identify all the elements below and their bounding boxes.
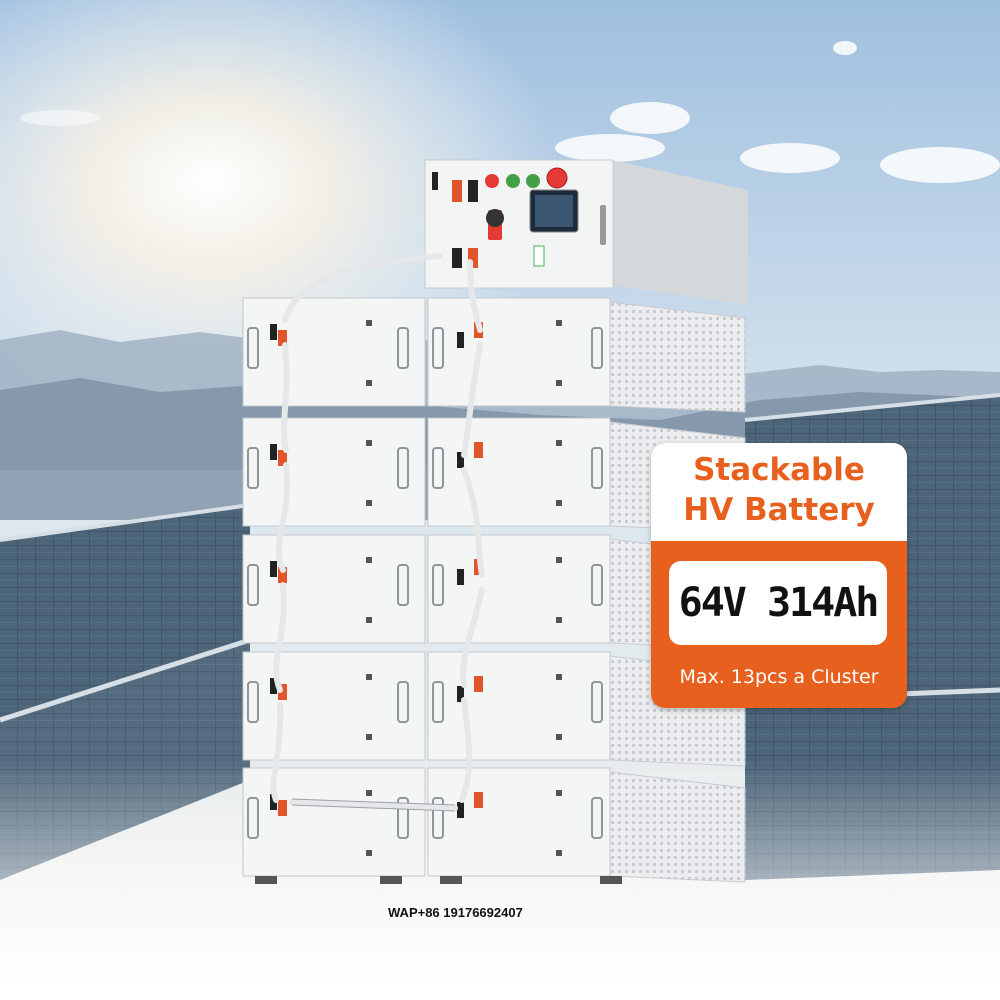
contact-phone: WAP+86 19176692407 (388, 905, 523, 920)
battery-module-right (427, 417, 611, 527)
status-led (366, 380, 372, 386)
status-led (366, 850, 372, 856)
module-handle (397, 447, 409, 489)
cable-outline (291, 798, 456, 812)
module-handle (247, 681, 259, 723)
clouds (20, 41, 1000, 183)
battery-module-right (427, 297, 611, 407)
cables (270, 253, 485, 811)
connector-minus (270, 324, 277, 340)
module-side-vents (609, 771, 746, 883)
connector-minus (270, 561, 277, 577)
status-led (366, 500, 372, 506)
badge-title-line2: HV Battery (683, 492, 875, 528)
battery-module-left (242, 534, 426, 644)
module-handle (432, 447, 444, 489)
cabinet-foot (255, 876, 277, 884)
module-handle (591, 681, 603, 723)
status-led (366, 674, 372, 680)
connector-plus (278, 800, 287, 816)
status-led (366, 440, 372, 446)
cluster-limit-text: Max. 13pcs a Cluster (679, 666, 879, 688)
module-handle (397, 681, 409, 723)
badge-header (651, 443, 907, 541)
status-led (556, 380, 562, 386)
status-led (556, 850, 562, 856)
connector-minus (270, 794, 277, 810)
emergency-stop-button (546, 167, 568, 189)
module-handle (591, 797, 603, 839)
cabinet-foot (600, 876, 622, 884)
status-led (556, 674, 562, 680)
voltage-capacity-spec: 64V 314Ah (678, 580, 880, 626)
cabinet-foot (440, 876, 462, 884)
connector-minus (457, 452, 464, 468)
connector-minus (457, 332, 464, 348)
module-handle (432, 681, 444, 723)
connector-plus (474, 442, 483, 458)
module-handle (247, 797, 259, 839)
connector-minus (457, 569, 464, 585)
connector-plus (278, 450, 287, 466)
badge-title-line1: Stackable (693, 452, 865, 488)
status-led (556, 617, 562, 623)
module-handle (432, 564, 444, 606)
status-led (366, 790, 372, 796)
status-led (556, 557, 562, 563)
control-unit (424, 159, 748, 305)
connector-plus (278, 567, 287, 583)
module-handle (397, 564, 409, 606)
module-handle (247, 327, 259, 369)
on-off-indicator (526, 174, 540, 188)
module-handle (397, 797, 409, 839)
status-led (366, 320, 372, 326)
connector-minus (270, 678, 277, 694)
module-handle (247, 564, 259, 606)
module-handle (591, 447, 603, 489)
battery-module-right (427, 651, 611, 761)
battery-module-right (427, 534, 611, 644)
battery-module-right (427, 767, 611, 877)
status-led (366, 734, 372, 740)
run-indicator (506, 174, 520, 188)
connector-plus (474, 676, 483, 692)
status-led (556, 790, 562, 796)
fault-indicator (485, 174, 499, 188)
spec-box (669, 561, 887, 645)
status-led (556, 734, 562, 740)
connector-minus (457, 686, 464, 702)
module-handle (397, 327, 409, 369)
connector-plus (278, 684, 287, 700)
status-led (556, 500, 562, 506)
module-handle (432, 797, 444, 839)
battery-module-left (242, 297, 426, 407)
battery-module-left (242, 417, 426, 527)
module-handle (591, 564, 603, 606)
module-handle (591, 327, 603, 369)
module-side-vents (609, 301, 746, 413)
status-led (556, 440, 562, 446)
connector-plus (278, 330, 287, 346)
module-handle (432, 327, 444, 369)
connector-minus (270, 444, 277, 460)
module-handle (247, 447, 259, 489)
status-led (556, 320, 562, 326)
connector-plus (474, 792, 483, 808)
status-led (366, 617, 372, 623)
cabinet-foot (380, 876, 402, 884)
status-led (366, 557, 372, 563)
connector-minus (457, 802, 464, 818)
